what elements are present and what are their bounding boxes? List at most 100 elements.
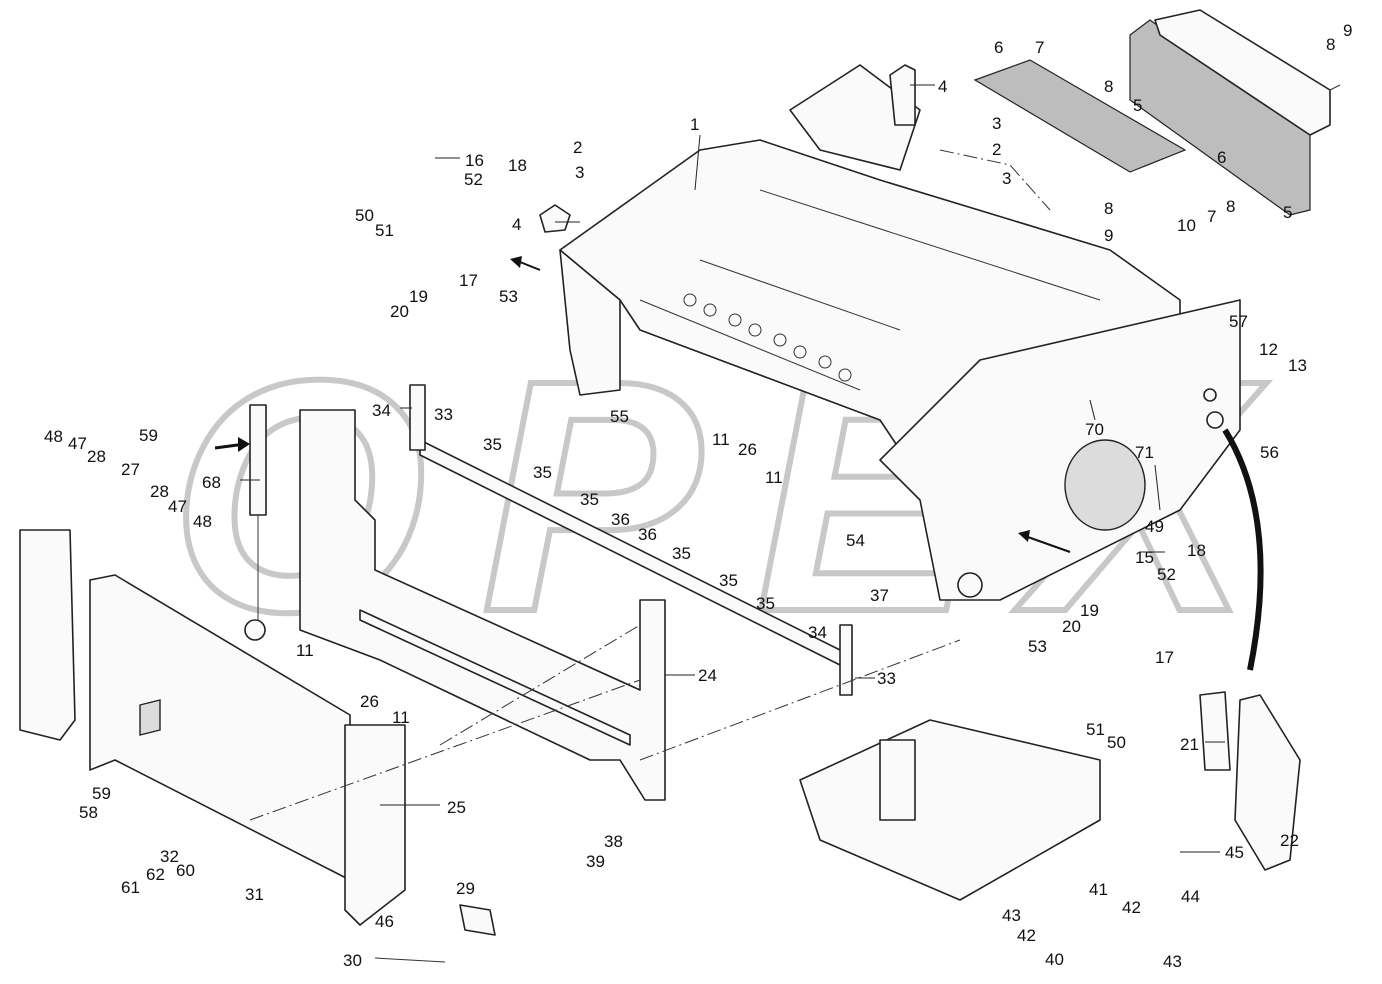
callout-11: 11 [765, 468, 783, 487]
callout-26: 26 [738, 440, 757, 459]
callout-17: 17 [459, 271, 478, 290]
callout-42: 42 [1122, 898, 1141, 917]
callout-35: 35 [719, 571, 738, 590]
callout-11: 11 [296, 641, 314, 660]
mounting-plate [19, 529, 406, 926]
bracket-upper [539, 64, 916, 233]
callout-6: 6 [1217, 148, 1226, 167]
callout-20: 20 [390, 302, 409, 321]
callout-49: 49 [1145, 517, 1164, 536]
callout-8: 8 [1326, 35, 1335, 54]
callout-21: 21 [1180, 735, 1199, 754]
callout-3: 3 [575, 163, 584, 182]
callout-39: 39 [586, 852, 605, 871]
callout-19: 19 [1080, 601, 1099, 620]
callout-43: 43 [1163, 952, 1182, 971]
callout-43: 43 [1002, 906, 1021, 925]
callout-51: 51 [375, 221, 394, 240]
callout-48: 48 [193, 512, 212, 531]
callout-labels: 1 2 2 3 3 3 4 4 5 5 6 6 7 7 8 8 8 8 9 9 … [44, 21, 1352, 971]
pin-assembly [374, 904, 496, 963]
callout-19: 19 [409, 287, 428, 306]
callout-3: 3 [992, 114, 1001, 133]
callout-55: 55 [610, 407, 629, 426]
callout-53: 53 [499, 287, 518, 306]
callout-8: 8 [1104, 77, 1113, 96]
callout-59: 59 [139, 426, 158, 445]
callout-33: 33 [434, 405, 453, 424]
callout-40: 40 [1045, 950, 1064, 969]
callout-35: 35 [483, 435, 502, 454]
callout-9: 9 [1343, 21, 1352, 40]
callout-11: 11 [712, 430, 730, 449]
callout-35: 35 [533, 463, 552, 482]
callout-41: 41 [1089, 880, 1108, 899]
callout-5: 5 [1283, 203, 1292, 222]
callout-60: 60 [176, 861, 195, 880]
callout-13: 13 [1288, 356, 1307, 375]
callout-46: 46 [375, 912, 394, 931]
callout-28: 28 [150, 482, 169, 501]
callout-28: 28 [87, 447, 106, 466]
callout-29: 29 [456, 879, 475, 898]
callout-52: 52 [1157, 565, 1176, 584]
callout-47: 47 [168, 497, 187, 516]
callout-4: 4 [512, 215, 521, 234]
main-frame [559, 64, 1241, 601]
callout-59: 59 [92, 784, 111, 803]
callout-16: 16 [465, 151, 484, 170]
callout-61: 61 [121, 878, 140, 897]
mesh-panel-upper [973, 59, 1187, 173]
callout-9: 9 [1104, 226, 1113, 245]
callout-47: 47 [68, 434, 87, 453]
callout-70: 70 [1085, 420, 1104, 439]
callout-7: 7 [1207, 207, 1216, 226]
callout-58: 58 [79, 803, 98, 822]
callout-35: 35 [580, 490, 599, 509]
callout-32: 32 [160, 847, 179, 866]
callout-3: 3 [1002, 169, 1011, 188]
callout-2: 2 [992, 140, 1001, 159]
callout-34: 34 [808, 623, 827, 642]
callout-8: 8 [1226, 197, 1235, 216]
callout-50: 50 [1107, 733, 1126, 752]
callout-44: 44 [1181, 887, 1200, 906]
callout-62: 62 [146, 865, 165, 884]
callout-27: 27 [121, 460, 140, 479]
callout-25: 25 [447, 798, 466, 817]
gas-strut [244, 404, 267, 641]
callout-18: 18 [508, 156, 527, 175]
callout-37: 37 [870, 586, 889, 605]
callout-56: 56 [1260, 443, 1279, 462]
callout-34: 34 [372, 401, 391, 420]
callout-57: 57 [1229, 312, 1248, 331]
callout-6: 6 [994, 38, 1003, 57]
callout-33: 33 [877, 669, 896, 688]
assembly-center-lines [249, 84, 1341, 821]
callout-35: 35 [672, 544, 691, 563]
callout-50: 50 [355, 206, 374, 225]
callout-54: 54 [846, 531, 865, 550]
side-plates [1199, 691, 1301, 871]
callout-22: 22 [1280, 831, 1299, 850]
callout-53: 53 [1028, 637, 1047, 656]
callout-24: 24 [698, 666, 717, 685]
callout-5: 5 [1133, 96, 1142, 115]
callout-51: 51 [1086, 720, 1105, 739]
callout-35: 35 [756, 594, 775, 613]
callout-11: 11 [392, 708, 410, 727]
callout-36: 36 [638, 525, 657, 544]
callout-48: 48 [44, 427, 63, 446]
callout-10: 10 [1177, 216, 1196, 235]
callout-1: 1 [690, 115, 699, 134]
assembly-arrows [214, 256, 1264, 671]
frame-holes [683, 293, 852, 382]
callout-38: 38 [604, 832, 623, 851]
callout-45: 45 [1225, 843, 1244, 862]
callout-71: 71 [1135, 443, 1154, 462]
callout-leaders [240, 84, 1225, 853]
callout-7: 7 [1035, 38, 1044, 57]
callout-18: 18 [1187, 541, 1206, 560]
carriage-frame [299, 409, 666, 801]
